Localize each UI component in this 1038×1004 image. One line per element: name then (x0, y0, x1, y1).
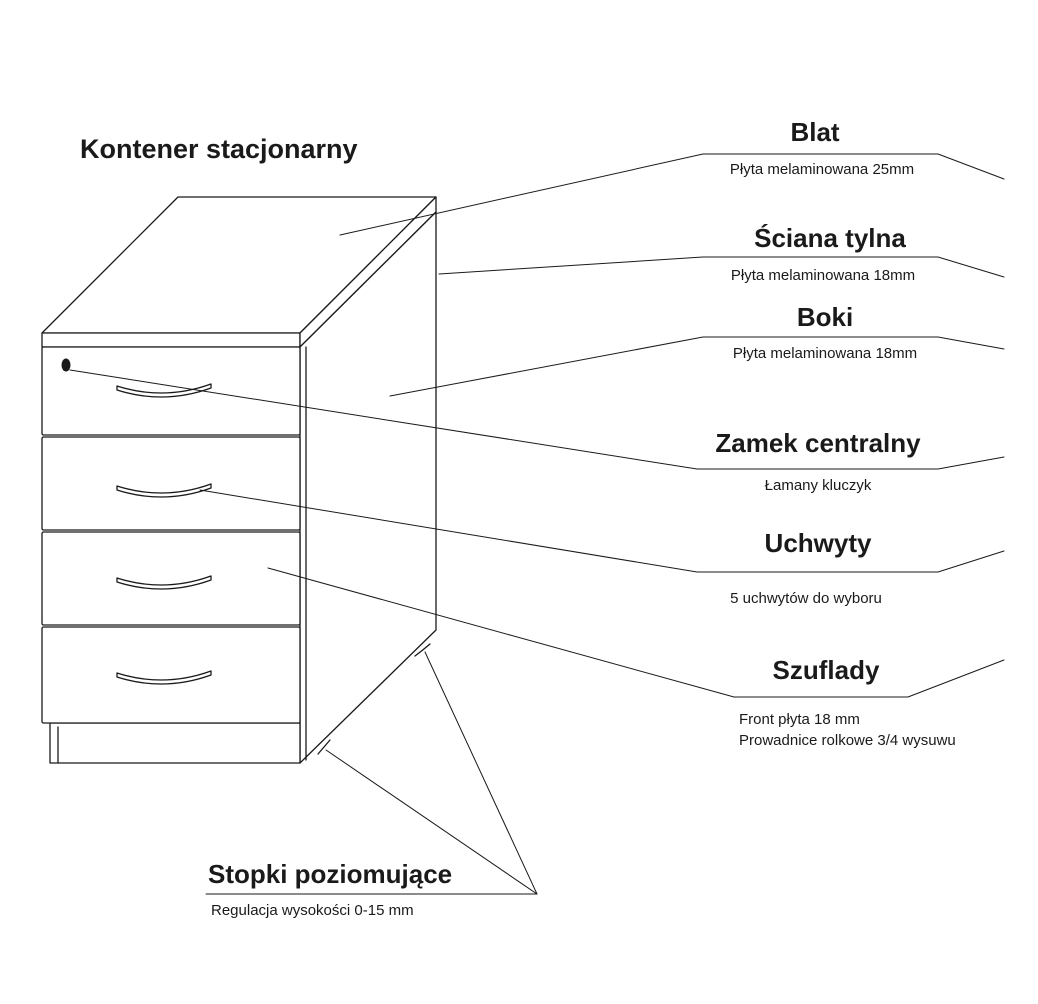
label-uchwyty-title: Uchwyty (764, 528, 872, 558)
label-szuflady-sub2: Prowadnice rolkowe 3/4 wysuwu (739, 732, 956, 749)
label-boki-sub: Płyta melaminowana 18mm (732, 345, 918, 362)
cabinet-plinth (49, 722, 301, 764)
label-zamek-sub: Łamany kluczyk (764, 477, 872, 494)
label-blat-sub: Płyta melaminowana 25mm (729, 161, 915, 178)
label-zamek-title: Zamek centralny (715, 428, 921, 458)
label-sciana-title: Ściana tylna (754, 223, 906, 253)
handle-3 (116, 575, 212, 590)
label-stopki-title: Stopki poziomujące (208, 859, 453, 889)
label-szuflady-sub1: Front płyta 18 mm (739, 711, 860, 728)
label-boki-title: Boki (796, 302, 854, 332)
cabinet (41, 196, 437, 764)
leveling-feet (317, 643, 431, 755)
drawers (41, 346, 301, 724)
central-lock (61, 358, 71, 372)
drawer-front-2 (41, 436, 301, 531)
diagram-title: Kontener stacjonarny (80, 134, 358, 164)
handle-4 (116, 670, 212, 685)
drawer-front-4 (41, 626, 301, 724)
leader-blat (339, 153, 1005, 236)
leader-szuflady (267, 567, 1005, 698)
foot-back (414, 643, 431, 657)
foot-front (317, 739, 331, 755)
label-uchwyty-sub: 5 uchwytów do wyboru (730, 590, 882, 607)
handles (116, 383, 212, 685)
leader-lines (69, 153, 1005, 895)
leader-boki (389, 336, 1005, 397)
label-sciana-sub: Płyta melaminowana 18mm (730, 267, 916, 284)
leader-uchwyty (199, 489, 1005, 573)
leader-zamek (69, 369, 1005, 470)
leader-stopki-to-front-foot (325, 749, 538, 895)
drawer-front-1 (41, 346, 301, 436)
label-szuflady-title: Szuflady (772, 655, 880, 685)
leader-stopki-to-back-foot (424, 651, 538, 895)
cabinet-top-front-edge (41, 332, 301, 348)
leader-sciana-tylna (438, 256, 1005, 278)
handle-2 (116, 483, 212, 498)
handle-1 (116, 383, 212, 398)
label-stopki-sub: Regulacja wysokości 0-15 mm (211, 902, 414, 919)
drawer-front-3 (41, 531, 301, 626)
label-blat-title: Blat (790, 117, 840, 147)
